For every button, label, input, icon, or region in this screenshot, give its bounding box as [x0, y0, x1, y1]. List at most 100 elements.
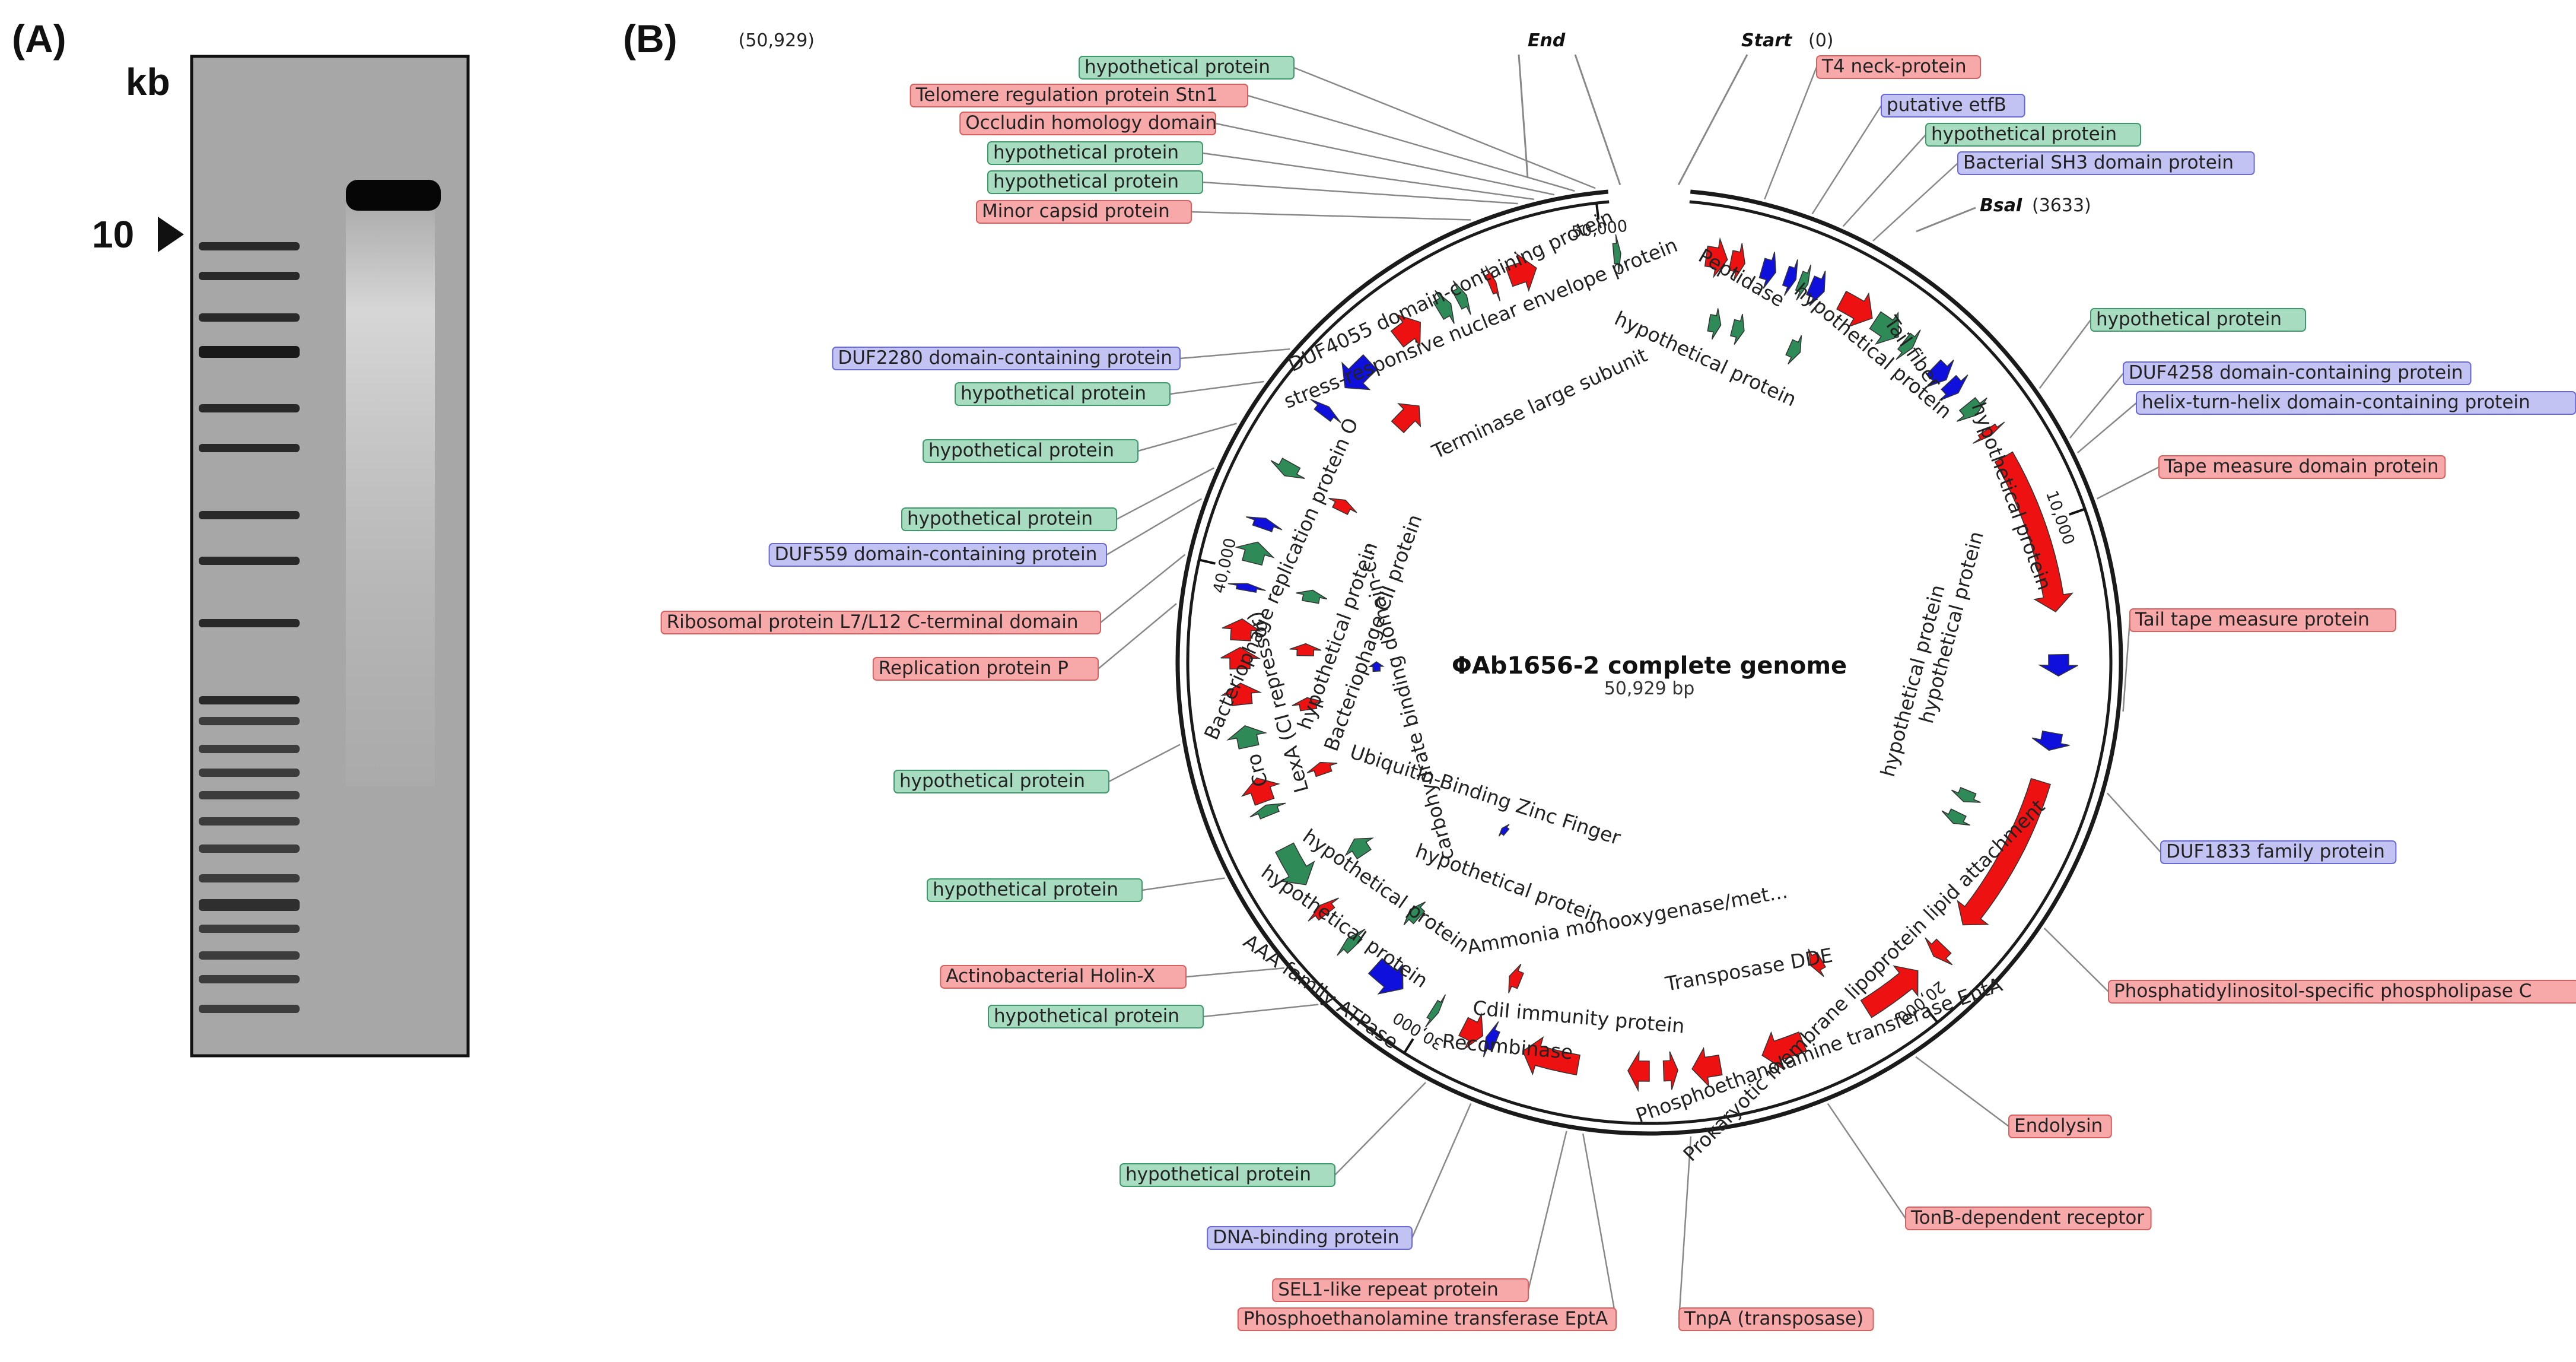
leader-line: [1827, 1103, 1907, 1219]
label-text: TnpA (transposase): [1684, 1308, 1863, 1329]
outer-label: hypothetical protein: [1925, 123, 2141, 147]
ladder-band: [199, 769, 300, 777]
leader-line: [1293, 66, 1596, 189]
label-text: hypothetical protein: [993, 142, 1179, 163]
leader-line: [1518, 54, 1529, 179]
label-text: Tail tape measure protein: [2135, 609, 2370, 630]
label-text: DUF2280 domain-containing protein: [838, 347, 1172, 369]
leader-line: [1915, 1056, 2009, 1128]
gene-arrow-green: [1432, 290, 1455, 324]
gene-arrow-green: [1452, 280, 1471, 315]
label-leader-lines: [1098, 66, 2161, 1320]
gene-arrow-red: [1662, 1051, 1678, 1090]
leader-line: [1116, 467, 1215, 520]
outer-label: Replication protein P: [872, 657, 1099, 681]
ladder-band: [199, 844, 300, 853]
label-box: [901, 507, 1117, 531]
gene-arrow-blue: [1782, 259, 1798, 296]
gene-arrow-green: [1226, 725, 1268, 750]
label-box: [976, 200, 1192, 224]
inner-label: Cro: [1242, 751, 1273, 789]
gene-arrow-blue: [1227, 583, 1266, 593]
leader-line: [1106, 498, 1203, 556]
position-tick: [1926, 1008, 1939, 1024]
label-text: hypothetical protein: [961, 383, 1146, 404]
gene-arrow-green: [1612, 234, 1621, 273]
outer-label: DNA-binding protein: [1207, 1226, 1413, 1250]
gene-arrow-green: [1296, 589, 1328, 604]
outer-label: Endolysin: [2008, 1115, 2112, 1138]
gene-arrow-blue: [1341, 354, 1378, 390]
sample-band: [346, 180, 441, 211]
gene-arrow-red: [1704, 237, 1728, 278]
label-text: hypothetical protein: [928, 440, 1114, 461]
label-text: Ribosomal protein L7/L12 C-terminal doma…: [667, 611, 1079, 633]
gene-arrow-blue: [1758, 252, 1776, 289]
label-box: [1678, 1307, 1874, 1331]
gene-arrow-red: [1508, 963, 1524, 993]
leader-line: [1764, 66, 1818, 200]
label-text: Minor capsid protein: [982, 201, 1170, 222]
gene-arrow-green: [1707, 308, 1722, 340]
label-box: [959, 112, 1216, 135]
gene-arrow-red: [1728, 243, 1745, 281]
gene-arrow-red: [1860, 965, 1919, 1018]
leader-line: [2076, 402, 2137, 453]
marker-arrow-icon: [158, 217, 184, 252]
outer-label: hypothetical protein: [955, 382, 1171, 406]
label-box: [927, 878, 1143, 902]
label-box: [660, 611, 1101, 634]
outer-label: hypothetical protein: [988, 1005, 1204, 1028]
label-text: Occludin homology domain: [965, 112, 1217, 134]
label-box: [909, 84, 1248, 107]
end-coordinate: (50,929): [739, 30, 815, 51]
ladder-band: [199, 925, 300, 933]
marker-10kb-label: 10: [92, 213, 134, 256]
label-text: putative etfB: [1887, 94, 2006, 116]
gene-arrow-red: [1328, 497, 1357, 515]
inner-label: CdiI immunity protein: [1472, 996, 1685, 1038]
leader-line: [1203, 1004, 1319, 1018]
leader-line: [1574, 54, 1621, 185]
label-box: [1272, 1278, 1529, 1302]
label-box: [1925, 123, 2141, 147]
label-box: [2123, 361, 2472, 385]
gene-arrow-green: [1344, 837, 1375, 860]
label-box: [2090, 308, 2306, 332]
ladder-band: [199, 874, 300, 882]
gene-arrow-blue: [2031, 731, 2070, 751]
gene-arrow-blue: [1367, 958, 1404, 995]
label-text: hypothetical protein: [907, 508, 1093, 529]
label-box: [2108, 980, 2576, 1004]
gene-arrow-green: [1403, 901, 1426, 926]
label-box: [768, 543, 1107, 567]
gene-arrow-blue: [1498, 824, 1510, 837]
dna-ladder: [199, 242, 300, 1013]
leader-line: [1842, 134, 1926, 227]
leader-line: [1215, 122, 1555, 196]
panel-b-label: (B): [623, 17, 678, 61]
ladder-band: [199, 444, 300, 452]
start-label: Start: [1741, 30, 1793, 51]
position-tick-label: 30,000: [1389, 1008, 1447, 1053]
leader-line: [2043, 928, 2109, 992]
gene-arrow-red: [1306, 761, 1337, 777]
gene-arrow-green: [1941, 808, 1970, 826]
label-box: [1957, 151, 2255, 175]
label-text: Replication protein P: [879, 658, 1068, 679]
ladder-band: [199, 404, 300, 412]
label-box: [2158, 455, 2446, 479]
ladder-band: [199, 696, 300, 704]
gene-arrow-red: [1994, 451, 2073, 612]
gene-arrow-green: [1729, 313, 1745, 345]
label-box: [872, 657, 1099, 681]
panel-a-label: (A): [12, 17, 66, 61]
leader-line: [1872, 163, 1958, 242]
label-box: [1816, 55, 1981, 79]
ladder-band: [199, 791, 300, 799]
outer-label: Tail tape measure protein: [2129, 608, 2396, 632]
label-box: [987, 170, 1203, 194]
ladder-band: [199, 619, 300, 627]
gene-arrow-blue: [1245, 516, 1283, 532]
